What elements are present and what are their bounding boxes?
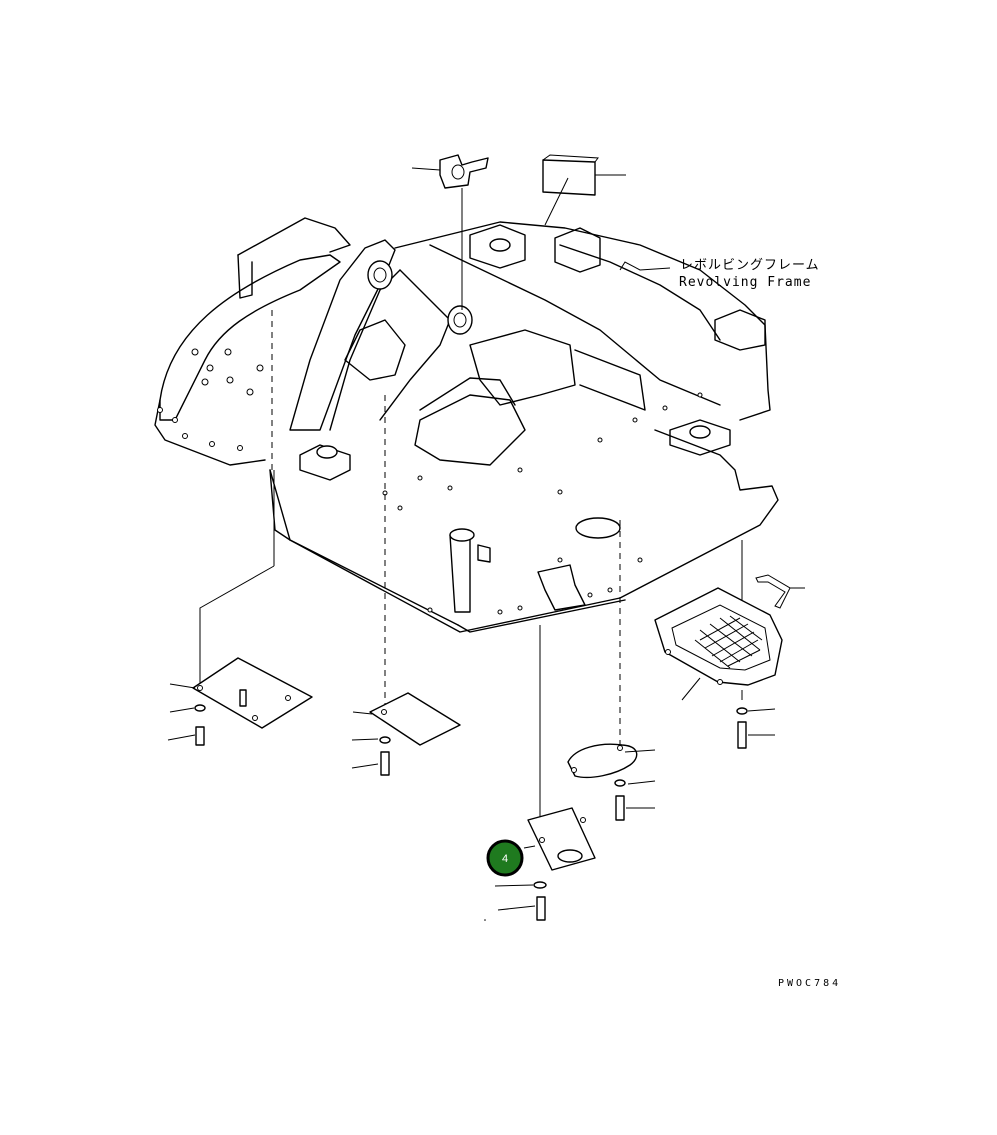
frame-label-jp: レボルビングフレーム: [680, 258, 820, 273]
frame-label: レボルビングフレーム Revolving Frame: [619, 258, 820, 290]
grille-mesh: [694, 615, 763, 669]
cover-plate-oval: [567, 743, 656, 821]
grille-cover: [654, 574, 805, 749]
cover-plate-mid-left: [351, 692, 461, 776]
leader-lines: [199, 310, 743, 820]
callout-number: 4: [502, 853, 508, 865]
cover-plate-left: [167, 657, 313, 746]
callout-marker-4[interactable]: 4: [486, 839, 524, 877]
weight-block-top: [542, 154, 626, 226]
revolving-frame: [154, 217, 779, 633]
drawing-code: PWOC784: [778, 978, 841, 989]
cover-plate-bottom: [484, 807, 596, 921]
frame-label-en: Revolving Frame: [679, 275, 811, 290]
bracket-part-top: [411, 154, 489, 310]
